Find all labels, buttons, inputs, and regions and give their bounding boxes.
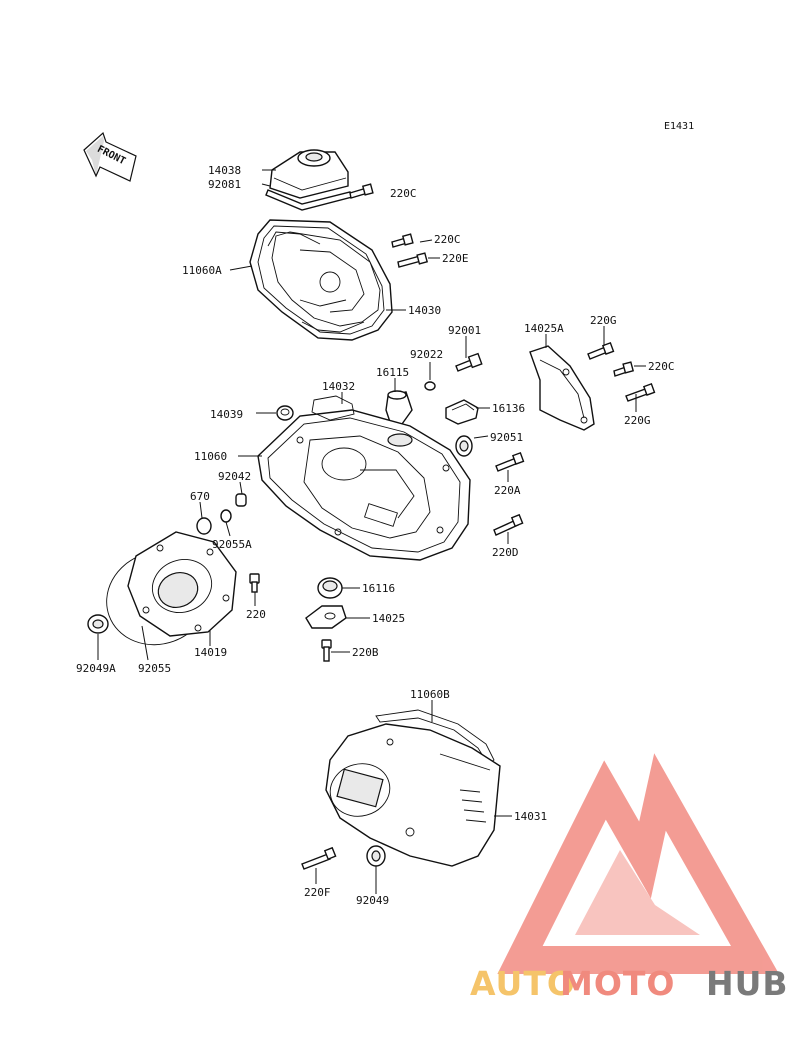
- seal-92051: [455, 435, 473, 457]
- part-14019-cover: [127, 531, 237, 637]
- dowel-92042: [235, 493, 247, 507]
- label-92055a: 92055A: [212, 538, 252, 551]
- bolt-92001: [455, 352, 483, 372]
- label-92042: 92042: [218, 470, 251, 483]
- label-14039: 14039: [210, 408, 243, 421]
- label-220d: 220D: [492, 546, 519, 559]
- label-92051: 92051: [490, 431, 523, 444]
- bolt-220a: [495, 451, 525, 472]
- bolt-220c-3: [613, 361, 635, 377]
- label-92049a: 92049A: [76, 662, 116, 675]
- part-14025-bracket: [305, 605, 347, 629]
- washer-92022: [424, 381, 436, 391]
- label-14025: 14025: [372, 612, 405, 625]
- label-92055: 92055: [138, 662, 171, 675]
- label-220c-2: 220C: [434, 233, 461, 246]
- watermark-moto: MOTO: [560, 964, 675, 1003]
- bolt-220g-2: [625, 382, 656, 402]
- label-14032: 14032: [322, 380, 355, 393]
- label-14031: 14031: [514, 810, 547, 823]
- bolt-220e: [397, 252, 429, 268]
- label-92081: 92081: [208, 178, 241, 191]
- label-220g-2: 220G: [624, 414, 651, 427]
- label-92001: 92001: [448, 324, 481, 337]
- label-14030: 14030: [408, 304, 441, 317]
- part-14030-cover: [271, 231, 381, 333]
- watermark-logo: [497, 753, 779, 974]
- label-220a: 220A: [494, 484, 521, 497]
- part-14032-clutch-cover: [257, 395, 471, 561]
- seal-92049: [366, 845, 386, 867]
- watermark-text: AUTO MOTO HUB: [470, 964, 789, 1003]
- part-14025a-cover: [529, 345, 595, 431]
- bolt-220: [249, 573, 260, 593]
- oring-92055a: [220, 509, 232, 523]
- label-220f: 220F: [304, 886, 331, 899]
- watermark-hub: HUB: [706, 964, 789, 1003]
- label-220: 220: [246, 608, 266, 621]
- label-11060b: 11060B: [410, 688, 450, 701]
- label-11060a: 11060A: [182, 264, 222, 277]
- part-16136-bracket: [445, 399, 479, 425]
- label-14038: 14038: [208, 164, 241, 177]
- label-670: 670: [190, 490, 210, 503]
- bolt-220g-1: [587, 341, 615, 360]
- label-220g-1: 220G: [590, 314, 617, 327]
- bolt-220c-1: [349, 183, 374, 199]
- bolt-220d: [493, 513, 524, 536]
- bolt-220f: [301, 846, 337, 870]
- label-11060: 11060: [194, 450, 227, 463]
- label-14019: 14019: [194, 646, 227, 659]
- label-16136: 16136: [492, 402, 525, 415]
- label-16115: 16115: [376, 366, 409, 379]
- part-16115-cap: [385, 390, 413, 425]
- label-16116: 16116: [362, 582, 395, 595]
- bearing-16116: [317, 577, 343, 599]
- label-220c-3: 220C: [648, 360, 675, 373]
- oring-670: [196, 517, 212, 535]
- label-14025a: 14025A: [524, 322, 564, 335]
- leader-lines: [97, 169, 646, 894]
- nut-14039: [276, 405, 294, 421]
- part-14031-outer-cover: [325, 723, 501, 867]
- seal-92049a: [87, 614, 109, 634]
- label-92022: 92022: [410, 348, 443, 361]
- part-14038-cap: [269, 149, 349, 199]
- part-labels: 14038 92081 220C 220C 220E 11060A 14030 …: [76, 164, 675, 907]
- part-11060a-gasket: [249, 219, 393, 341]
- front-arrow: FRONT: [83, 131, 137, 182]
- label-220c-1: 220C: [390, 187, 417, 200]
- diagram-code: E1431: [664, 121, 694, 132]
- label-220e: 220E: [442, 252, 469, 265]
- label-92049: 92049: [356, 894, 389, 907]
- label-220b: 220B: [352, 646, 379, 659]
- bolt-220b: [321, 639, 332, 662]
- watermark-auto: AUTO: [470, 964, 576, 1003]
- bolt-220c-2: [391, 233, 414, 248]
